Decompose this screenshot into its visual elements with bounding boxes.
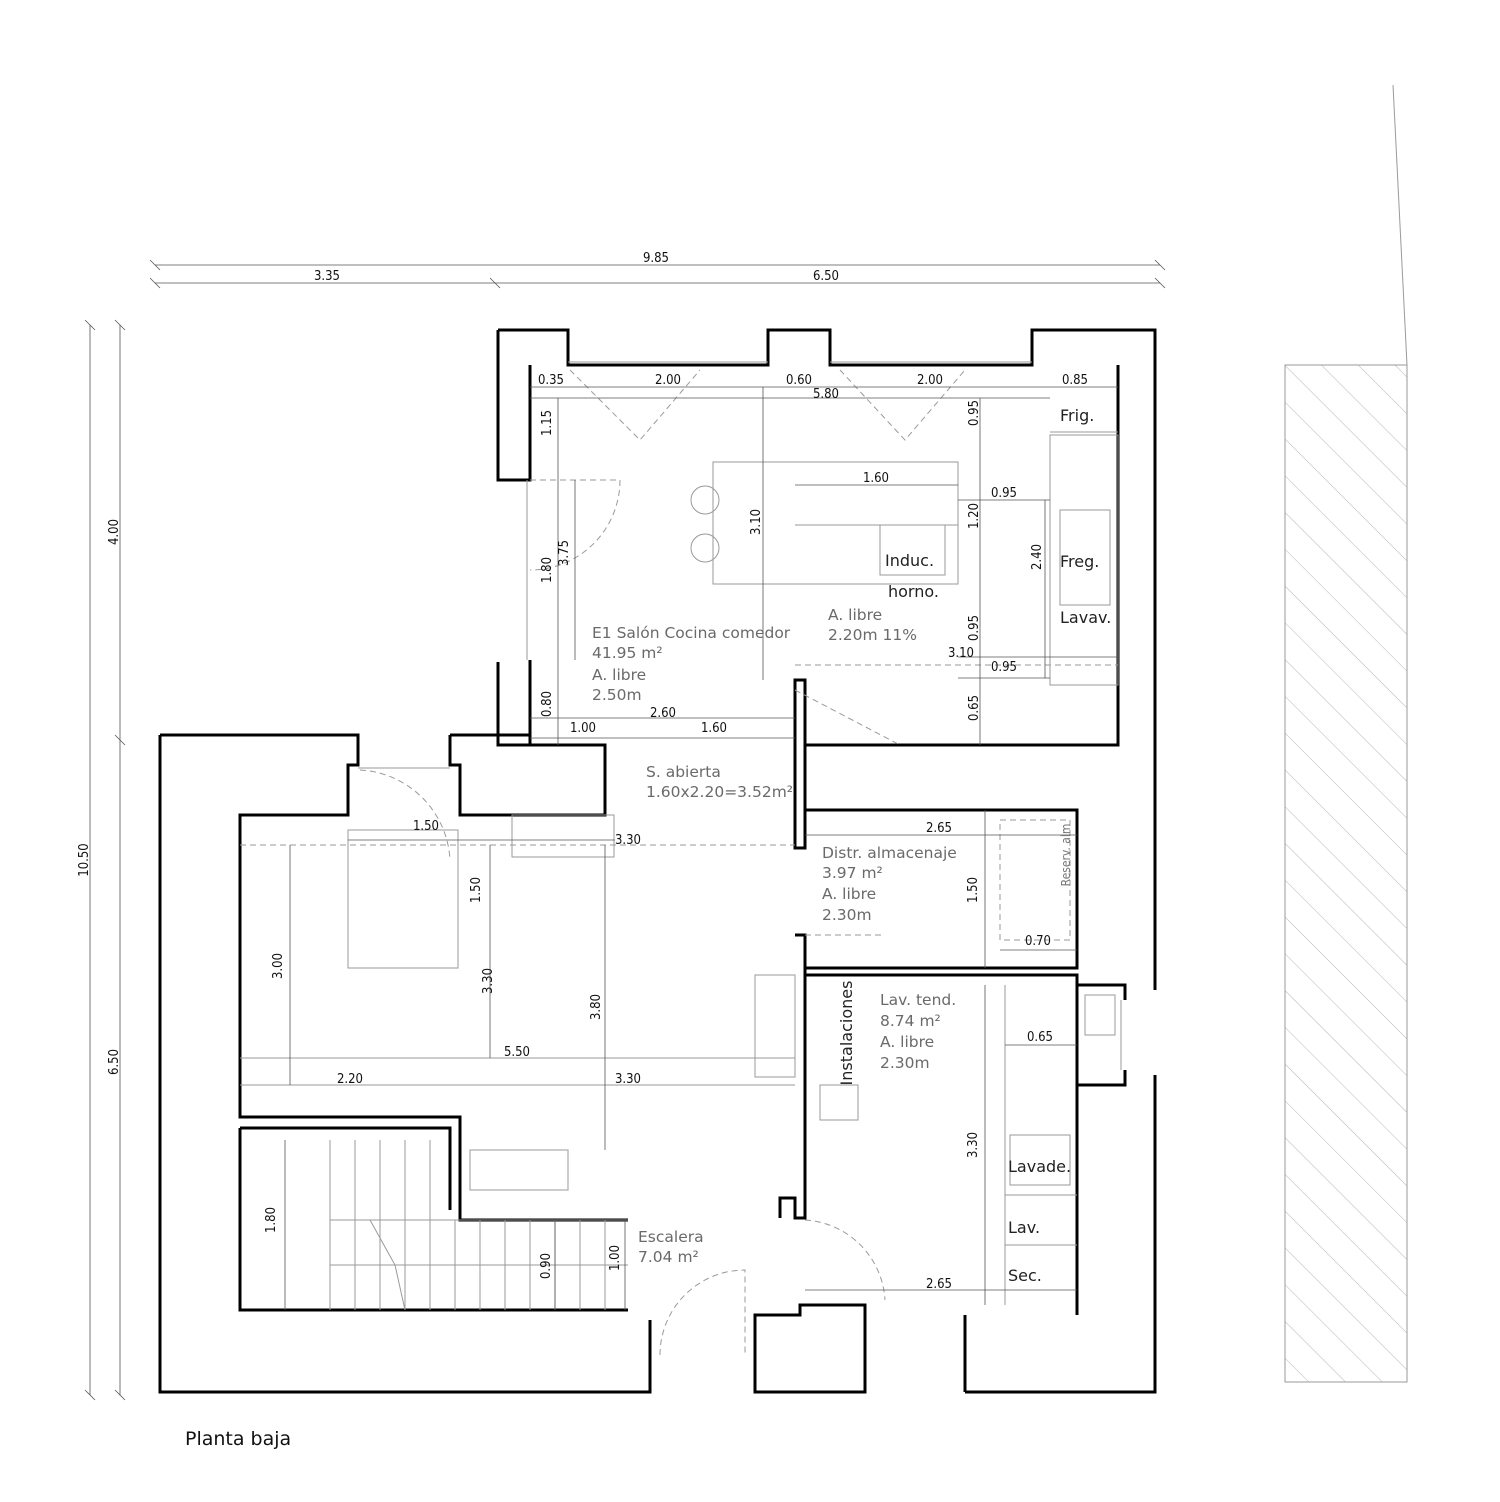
room-salon-free-value: 2.50m [592, 686, 642, 704]
dim-label: 3.80 [589, 994, 604, 1020]
neighbour-building [1284, 84, 1408, 1383]
room-lav-area: 8.74 m² [880, 1012, 941, 1030]
room-salon-name: E1 Salón Cocina comedor [592, 624, 791, 642]
room-distr-name: Distr. almacenaje [822, 844, 957, 862]
fixture-dishwasher: Lavav. [1060, 608, 1111, 627]
dim-label: 3.30 [966, 1132, 981, 1158]
dim-label: 0.60 [786, 373, 812, 388]
dim-label: 1.15 [540, 410, 555, 436]
room-distr-free-value: 2.30m [822, 906, 872, 924]
dim-total-width: 9.85 [643, 251, 669, 266]
dim-label: 3.75 [557, 540, 572, 566]
room-labels: E1 Salón Cocina comedor 41.95 m² A. libr… [592, 606, 957, 1266]
room-salon-free-label: A. libre [592, 666, 646, 684]
fixture-fridge: Frig. [1060, 406, 1094, 425]
fixture-dryer: Sec. [1008, 1266, 1042, 1285]
dim-label: 2.00 [917, 373, 943, 388]
dim-total-height: 10.50 [77, 843, 92, 876]
dim-label: 1.50 [413, 819, 439, 834]
dim-label: 1.50 [469, 877, 484, 903]
fixture-induction: Induc. [885, 551, 934, 570]
room-stairs-name: Escalera [638, 1228, 704, 1246]
dim-label: 0.80 [540, 691, 555, 717]
fixture-installations: Instalaciones [837, 981, 856, 1086]
fixture-oven: horno. [888, 582, 939, 601]
dim-label: 1.00 [570, 721, 596, 736]
room-salon-area: 41.95 m² [592, 644, 663, 662]
room-distr-area: 3.97 m² [822, 864, 883, 882]
dim-label: 2.60 [650, 706, 676, 721]
dim-label: 0.65 [1027, 1030, 1053, 1045]
overall-dimension-lines [84, 259, 1166, 1401]
exterior-walls [158, 328, 1157, 1394]
kitchen-free-value: 2.20m 11% [828, 626, 917, 644]
dim-label: 3.30 [615, 1072, 641, 1087]
fixture-reserve: Reserv. alm [1059, 824, 1073, 887]
room-distr-free-label: A. libre [822, 885, 876, 903]
room-lav-name: Lav. tend. [880, 991, 956, 1009]
kitchen-free-label: A. libre [828, 606, 882, 624]
dim-label: 0.95 [967, 615, 982, 641]
dim-label: 2.20 [337, 1072, 363, 1087]
dim-label: 2.40 [1030, 544, 1045, 570]
dim-label: 0.95 [991, 660, 1017, 675]
dim-label: 2.00 [655, 373, 681, 388]
dim-label: 1.50 [966, 877, 981, 903]
dim-label: 0.85 [1062, 373, 1088, 388]
room-open-space-name: S. abierta [646, 763, 721, 781]
dim-label: 1.20 [967, 503, 982, 529]
interior-dimension-lines [284, 386, 1118, 1310]
fixture-labels: Frig. Induc. horno. Freg. Lavav. Lavade.… [837, 406, 1111, 1285]
plan-caption: Planta baja [185, 1428, 291, 1450]
dim-label: 1.80 [540, 557, 555, 583]
dim-left-width: 3.35 [314, 269, 340, 284]
dim-right-width: 6.50 [813, 269, 839, 284]
room-lav-free-label: A. libre [880, 1033, 934, 1051]
dim-upper-height: 4.00 [107, 519, 122, 545]
dim-lower-height: 6.50 [107, 1049, 122, 1075]
dim-label: 0.65 [967, 695, 982, 721]
dim-label: 3.30 [481, 968, 496, 994]
dim-label: 0.95 [967, 400, 982, 426]
dim-label: 3.10 [948, 646, 974, 661]
fixture-basin: Lav. [1008, 1218, 1040, 1237]
dim-label: 3.00 [271, 953, 286, 979]
dim-label: 1.00 [608, 1245, 623, 1271]
dim-label: 0.95 [991, 486, 1017, 501]
fixture-sink: Freg. [1060, 552, 1099, 571]
dim-label: 5.50 [504, 1045, 530, 1060]
room-stairs-area: 7.04 m² [638, 1248, 699, 1266]
dim-label: 0.70 [1025, 934, 1051, 949]
room-open-space-value: 1.60x2.20=3.52m² [646, 783, 793, 801]
dim-label: 0.90 [539, 1253, 554, 1279]
dim-label: 3.30 [615, 833, 641, 848]
dim-label: 1.60 [701, 721, 727, 736]
dim-label: 5.80 [813, 387, 839, 402]
dim-label: 1.80 [264, 1207, 279, 1233]
fixture-lines [240, 361, 1122, 1356]
dim-label: 3.10 [749, 509, 764, 535]
dim-label: 0.35 [538, 373, 564, 388]
dimension-labels: 0.35 2.00 0.60 2.00 0.85 5.80 1.15 3.75 … [264, 373, 1088, 1292]
fixture-washer: Lavade. [1008, 1157, 1071, 1176]
dim-label: 2.65 [926, 1277, 952, 1292]
room-lav-free-value: 2.30m [880, 1054, 930, 1072]
dim-label: 1.60 [863, 471, 889, 486]
dim-label: 2.65 [926, 821, 952, 836]
